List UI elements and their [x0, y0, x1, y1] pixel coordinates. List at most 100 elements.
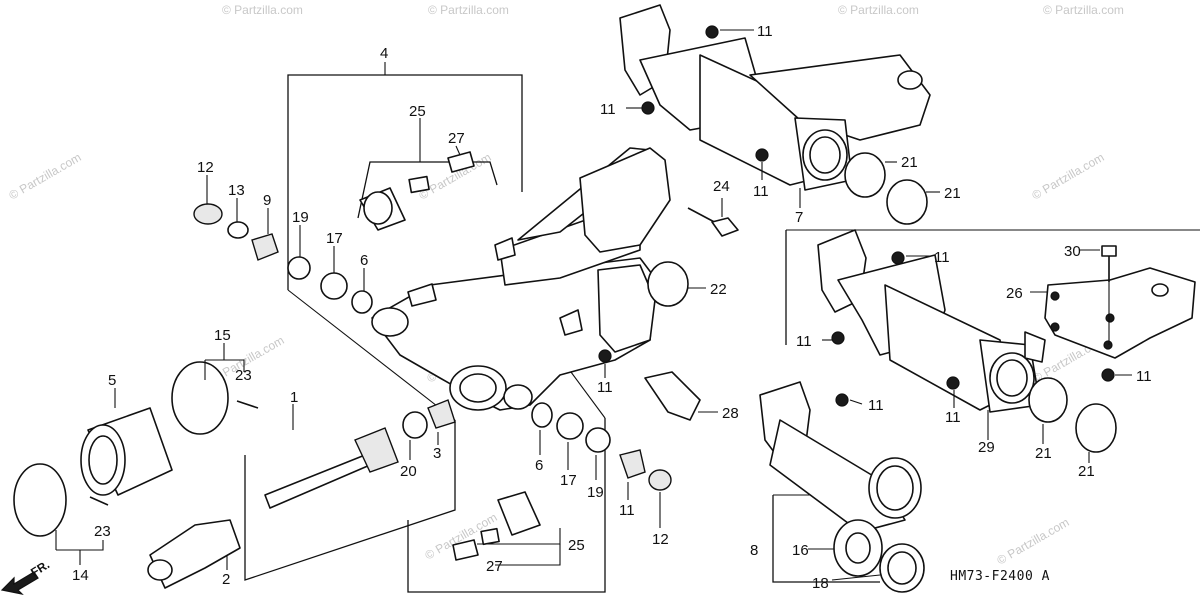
- callout-3: 3: [433, 445, 441, 462]
- watermark: © Partzilla.com: [995, 515, 1072, 568]
- washer-13: [227, 221, 249, 239]
- cap-27-b: [447, 151, 475, 173]
- boot-20: [402, 411, 428, 439]
- callout-12: 12: [652, 531, 669, 548]
- bushing-25: [497, 491, 541, 536]
- callout-21: 21: [901, 154, 918, 171]
- cap-27-b: [452, 539, 479, 561]
- callout-25: 25: [409, 103, 426, 120]
- callout-14: 14: [72, 567, 89, 584]
- callout-27: 27: [486, 558, 503, 575]
- axle-tube: [759, 381, 922, 533]
- callout-8: 8: [750, 542, 758, 559]
- callout-15: 15: [214, 327, 231, 344]
- callout-6: 6: [535, 457, 543, 474]
- diagram-code: HM73-F2400 A: [950, 569, 1050, 584]
- nut-11: [755, 148, 769, 162]
- o-ring-22: [647, 261, 689, 307]
- callout-11: 11: [945, 409, 961, 426]
- callout-26: 26: [1006, 285, 1023, 302]
- bracket-group-4: [287, 74, 523, 290]
- bracket-hole: [1105, 313, 1115, 323]
- nut-11: [831, 331, 845, 345]
- callout-21: 21: [1035, 445, 1052, 462]
- spring-9: [251, 233, 279, 261]
- seal-18-inner: [887, 551, 917, 585]
- watermark: © Partzilla.com: [1043, 3, 1124, 17]
- cap-27: [408, 175, 430, 194]
- nut-11: [946, 376, 960, 390]
- callout-11: 11: [753, 183, 769, 200]
- callout-27: 27: [448, 130, 465, 147]
- callout-19: 19: [292, 209, 309, 226]
- callout-22: 22: [710, 281, 727, 298]
- callout-24: 24: [713, 178, 730, 195]
- nut-11: [705, 25, 719, 39]
- spring-3: [427, 399, 456, 429]
- callout-2: 2: [222, 571, 230, 588]
- bracket-hole: [1151, 283, 1169, 297]
- bracket-26: [1044, 267, 1196, 359]
- callout-16: 16: [792, 542, 809, 559]
- bearing-17: [320, 272, 348, 300]
- callout-23: 23: [94, 523, 111, 540]
- spring-10: [619, 449, 646, 479]
- callout-30: 30: [1064, 243, 1081, 260]
- screw-23: [236, 400, 259, 409]
- boot-5-inner: [88, 435, 118, 485]
- o-ring-21: [1075, 403, 1117, 453]
- callout-25: 25: [568, 537, 585, 554]
- callout-1: 1: [290, 389, 298, 406]
- band-15: [171, 361, 229, 435]
- callout-5: 5: [108, 372, 116, 389]
- front-direction-arrow: FR.: [0, 557, 52, 595]
- bolt-24-head: [711, 217, 739, 237]
- bracket-4-lower: [287, 289, 456, 421]
- bracket-group-1: [244, 420, 456, 581]
- bearing-17: [556, 412, 584, 440]
- callout-17: 17: [326, 230, 343, 247]
- bearing-19: [585, 427, 611, 453]
- bracket-bottom-link: [567, 367, 606, 419]
- callout-23: 23: [235, 367, 252, 384]
- screw-23: [89, 496, 109, 506]
- callout-13: 13: [228, 182, 245, 199]
- leader-lines: [55, 29, 1132, 581]
- nut-12: [648, 469, 672, 491]
- callout-12: 12: [197, 159, 214, 176]
- o-ring-21: [844, 152, 886, 198]
- bearing-16-inner: [845, 532, 871, 564]
- bracket-28: [644, 371, 701, 421]
- nut-11: [598, 349, 612, 363]
- band-14: [13, 463, 67, 537]
- watermark: © Partzilla.com: [838, 3, 919, 17]
- callout-11: 11: [1136, 368, 1152, 385]
- nut-11: [891, 251, 905, 265]
- watermark: © Partzilla.com: [428, 3, 509, 17]
- callout-9: 9: [263, 192, 271, 209]
- bracket-hole: [1050, 291, 1060, 301]
- bracket-group-25-27-top: [357, 161, 498, 219]
- callout-20: 20: [400, 463, 417, 480]
- callout-19: 19: [587, 484, 604, 501]
- watermark: © Partzilla.com: [222, 3, 303, 17]
- bracket-group-8: [772, 495, 880, 583]
- callout-6: 6: [360, 252, 368, 269]
- bracket-hole: [1103, 340, 1113, 350]
- callout-7: 7: [795, 209, 803, 226]
- callout-11: 11: [757, 23, 773, 40]
- callout-11: 11: [600, 101, 616, 118]
- nut-11: [1101, 368, 1115, 382]
- swingarm: [371, 147, 671, 411]
- callout-10: 11: [619, 502, 635, 519]
- drive-shaft-spline: [354, 427, 399, 473]
- callout-17: 17: [560, 472, 577, 489]
- o-ring-21: [886, 179, 928, 225]
- callout-labels: 4 25 27 12 13 9 19 17 6 24 22 11 11 11 7…: [72, 23, 1152, 592]
- nut-12: [193, 203, 223, 225]
- bracket-group-bottom: [407, 418, 606, 593]
- watermark: © Partzilla.com: [1030, 150, 1107, 203]
- seal-6: [351, 290, 373, 314]
- watermark: © Partzilla.com: [7, 150, 84, 203]
